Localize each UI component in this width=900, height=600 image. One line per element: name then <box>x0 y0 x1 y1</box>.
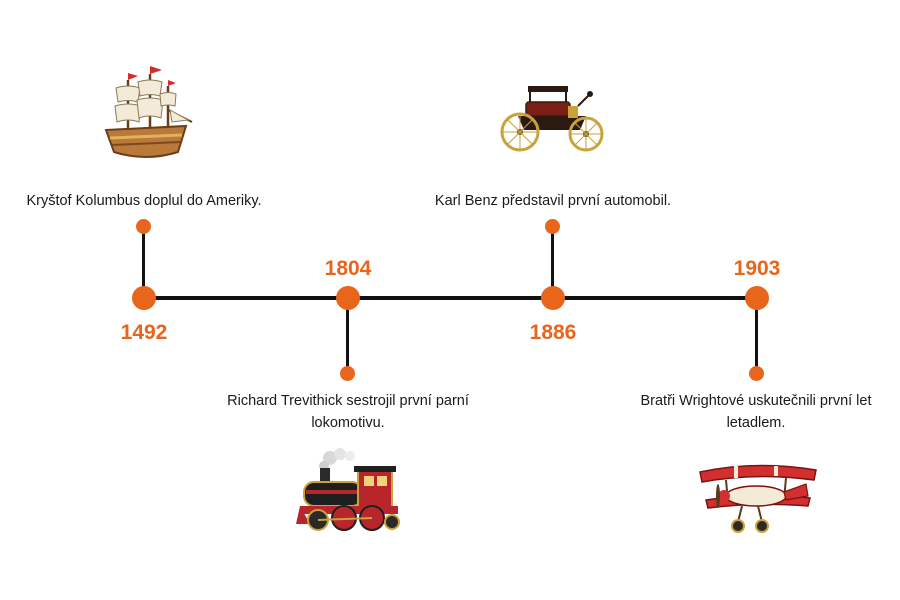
event-1492-node <box>132 286 156 310</box>
event-1886-year: 1886 <box>529 321 577 344</box>
event-1903-node <box>745 286 769 310</box>
event-1903-caption-line2: letadlem. <box>726 415 786 431</box>
event-1804-tip <box>340 366 355 381</box>
event-1492-year: 1492 <box>120 321 168 344</box>
sailing-ship-icon <box>104 66 193 158</box>
event-1903-caption: Bratři Wrightové uskutečnili první let l… <box>614 390 898 434</box>
event-1804-caption-line1: Richard Trevithick sestrojil první parní <box>227 393 469 409</box>
event-1804-caption-line2: lokomotivu. <box>311 415 385 431</box>
event-1886-tip <box>545 219 560 234</box>
event-1492-caption: Kryštof Kolumbus doplul do Ameriky. <box>26 193 262 209</box>
event-1492-stem <box>142 226 145 298</box>
event-1492-tip <box>136 219 151 234</box>
event-1886-stem <box>551 226 554 298</box>
event-1903-tip <box>749 366 764 381</box>
event-1886-node <box>541 286 565 310</box>
event-1903-stem <box>755 298 758 372</box>
event-1903-caption-line1: Bratři Wrightové uskutečnili první let <box>640 393 872 409</box>
motor-car-icon <box>500 86 604 152</box>
event-1903-year: 1903 <box>733 257 781 280</box>
event-1804-caption: Richard Trevithick sestrojil první parní… <box>208 390 488 434</box>
event-1804-year: 1804 <box>324 257 372 280</box>
event-1804-stem <box>346 298 349 372</box>
event-1804-node <box>336 286 360 310</box>
event-1886-caption: Karl Benz představil první automobil. <box>434 193 672 209</box>
steam-locomotive-icon <box>296 448 400 531</box>
timeline-axis <box>144 296 756 300</box>
biplane-icon <box>699 464 817 533</box>
